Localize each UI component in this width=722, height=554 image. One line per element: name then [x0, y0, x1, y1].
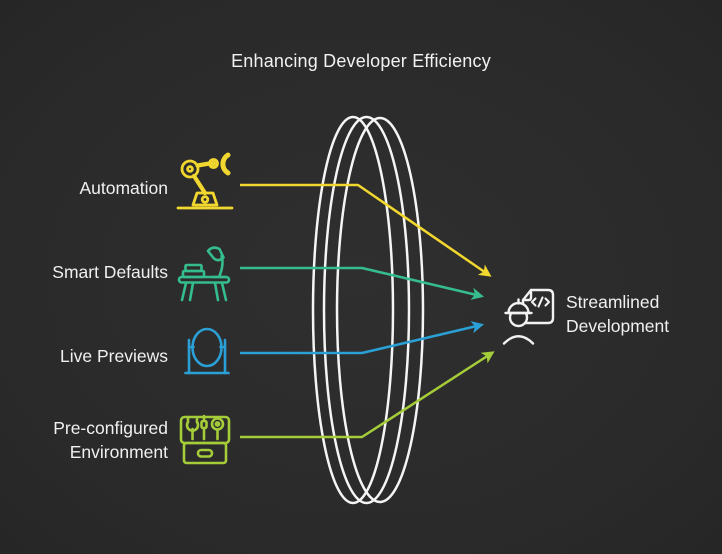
robot-arm-icon — [176, 152, 234, 210]
diagram-title: Enhancing Developer Efficiency — [231, 51, 491, 71]
folded-corner — [521, 288, 533, 302]
arrow-smart-defaults — [240, 266, 485, 300]
input-label-automation: Automation — [79, 178, 168, 198]
code-document-outline — [521, 288, 555, 325]
arrow-preconfigured-environment — [240, 351, 495, 439]
input-label-smart-defaults: Smart Defaults — [52, 262, 168, 282]
arrow-live-previews — [240, 321, 485, 355]
lens-icon — [311, 115, 425, 505]
engineer-code-doc-icon — [502, 288, 555, 345]
mirror-icon — [184, 327, 230, 375]
hard-hat-dome — [507, 301, 530, 315]
input-label-live-previews: Live Previews — [60, 346, 168, 366]
arrow-automation — [240, 183, 492, 277]
toolbox-icon — [179, 414, 231, 465]
desk-lamp-icon — [177, 246, 231, 302]
output-label-streamlined-development: Streamlined Development — [566, 292, 670, 336]
code-glyph — [530, 296, 551, 308]
input-label-preconfigured-environment: Pre-configured Environment — [53, 418, 168, 462]
shoulders — [502, 335, 535, 345]
